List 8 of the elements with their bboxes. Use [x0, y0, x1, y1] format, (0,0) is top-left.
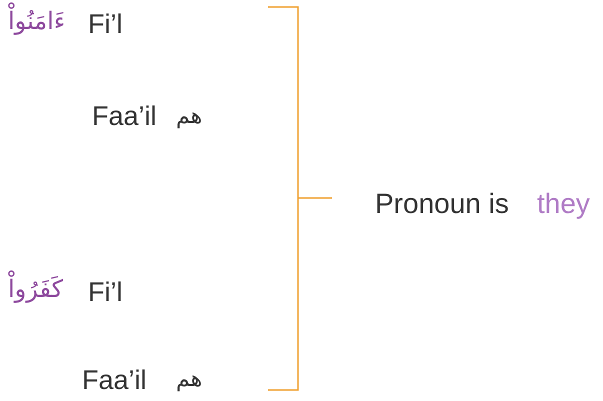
term-label: Fi’l: [88, 276, 122, 309]
term-label: Faa’il: [82, 364, 147, 397]
term-label: Faa’il: [92, 100, 157, 133]
arabic-pronoun: هم: [176, 103, 202, 130]
term-label: Fi’l: [88, 8, 122, 41]
arabic-pronoun: هم: [176, 366, 202, 394]
highlighted-word: they: [537, 187, 590, 221]
conclusion-text: Pronoun is: [375, 187, 509, 221]
